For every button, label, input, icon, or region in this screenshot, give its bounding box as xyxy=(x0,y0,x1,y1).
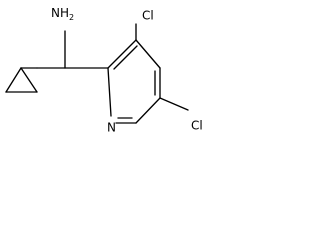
pyridine-nitrogen-label: N xyxy=(107,121,116,135)
amine-text: NH xyxy=(51,6,69,20)
c5-to-chloro-bond xyxy=(159,97,189,111)
amine-label: NH2 xyxy=(51,6,74,22)
molecule-canvas: NH2 Cl Cl N xyxy=(0,0,228,137)
pyridine-c2-c3-bond xyxy=(107,39,137,69)
pyridine-c3-c4-bond xyxy=(135,39,161,69)
pyridine-c5-c6-bond xyxy=(135,97,161,124)
cyclopropane-bond-left xyxy=(5,67,22,93)
chloro-top-label: Cl xyxy=(142,9,154,23)
amine-subscript: 2 xyxy=(69,13,74,22)
chloro-bottom-label: Cl xyxy=(191,119,203,133)
molecule-structure: NH2 Cl Cl N xyxy=(5,6,203,135)
cyclopropane-bond-top xyxy=(20,67,38,93)
pyridine-c2-c3-double-bond xyxy=(113,45,138,70)
pyridine-n-c2-bond xyxy=(107,67,112,117)
